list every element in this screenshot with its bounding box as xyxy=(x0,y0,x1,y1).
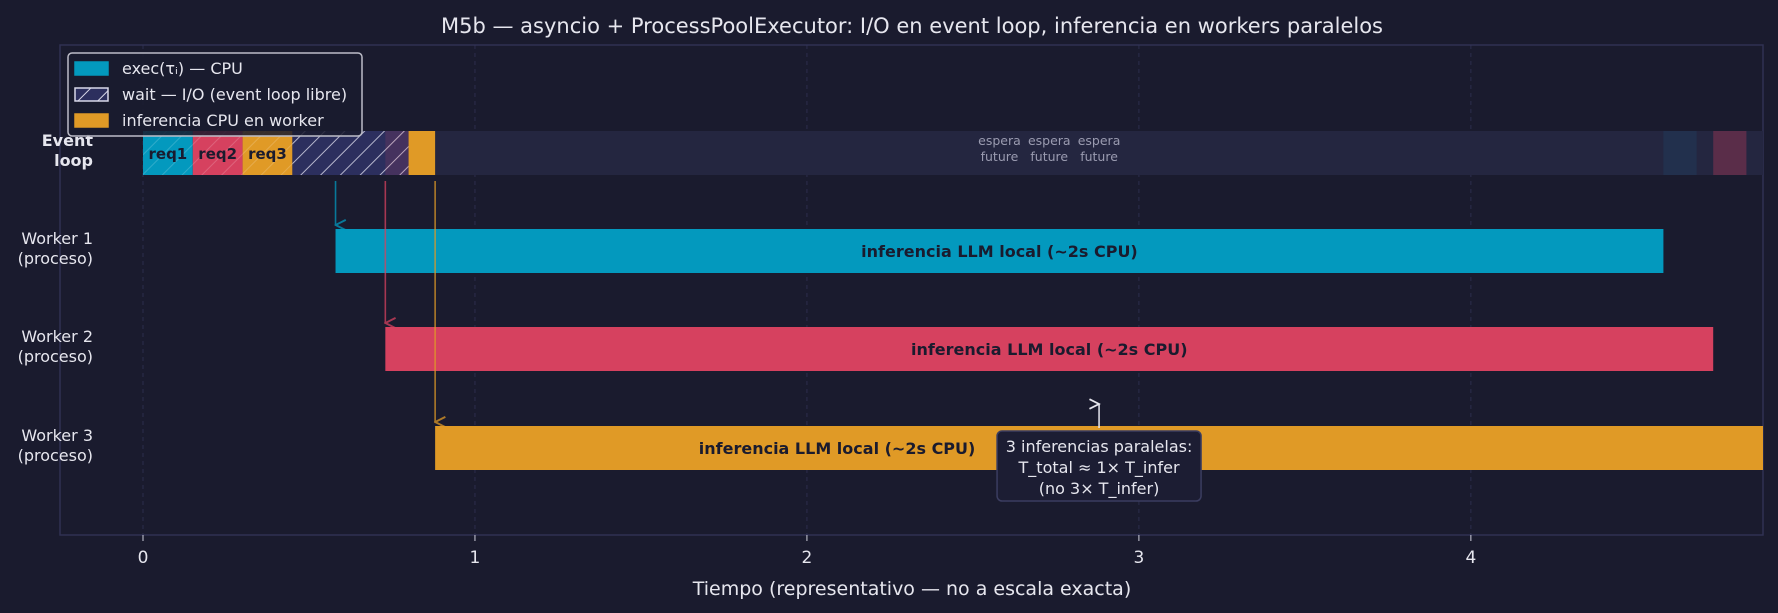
bar-resume xyxy=(1713,131,1747,175)
legend-swatch xyxy=(74,113,109,128)
req-label: req3 xyxy=(248,145,287,163)
annotation-text: 3 inferencias paralelas: xyxy=(1006,437,1193,456)
y-tick-label-line: Worker 1 xyxy=(21,229,93,248)
legend-swatch-hatch xyxy=(75,88,108,101)
wait-label-line: future xyxy=(981,149,1019,164)
y-tick-label-line: loop xyxy=(54,151,93,170)
bar-cpu xyxy=(408,131,436,175)
legend-label: exec(τᵢ) — CPU xyxy=(122,59,243,78)
annotation-text: (no 3× T_infer) xyxy=(1039,479,1160,499)
y-tick-label-line: Worker 2 xyxy=(21,327,93,346)
wait-label-line: espera xyxy=(978,133,1021,148)
bar-label: inferencia LLM local (~2s CPU) xyxy=(911,340,1188,359)
y-tick-label-line: (proceso) xyxy=(18,347,93,366)
annotation-box xyxy=(996,430,1202,502)
y-tick-label: Worker 1(proceso) xyxy=(18,229,93,268)
y-tick-label-line: (proceso) xyxy=(18,249,93,268)
x-tick-label: 0 xyxy=(138,548,149,568)
bar-hatch xyxy=(292,131,409,175)
y-tick-label-line: (proceso) xyxy=(18,446,93,465)
wait-label-line: future xyxy=(1080,149,1118,164)
y-tick-label: Worker 2(proceso) xyxy=(18,327,93,366)
legend: exec(τᵢ) — CPU wait — I/O (event loop lib… xyxy=(67,52,363,137)
req-label: req2 xyxy=(198,145,237,163)
annotation-text: T_total ≈ 1× T_infer xyxy=(1018,458,1180,478)
legend-label: inferencia CPU en worker xyxy=(122,111,324,130)
wait-overlap xyxy=(385,131,409,175)
bar-label: inferencia LLM local (~2s CPU) xyxy=(861,242,1138,261)
x-tick-label: 2 xyxy=(802,548,813,568)
y-tick-label: Worker 3(proceso) xyxy=(18,426,93,465)
y-tick-label-line: Worker 3 xyxy=(21,426,93,445)
bars: inferencia LLM local (~2s CPU) inferencia… xyxy=(142,131,1763,470)
chart-title: M5b — asyncio + ProcessPoolExecutor: I/O… xyxy=(441,14,1383,38)
bar-idle xyxy=(435,131,1763,175)
bar-hatch xyxy=(242,131,293,175)
bar-label: inferencia LLM local (~2s CPU) xyxy=(699,439,976,458)
req-label: req1 xyxy=(149,145,188,163)
x-axis-label: Tiempo (representativo — no a escala exa… xyxy=(692,578,1131,600)
legend-box xyxy=(67,52,363,137)
x-tick-label: 1 xyxy=(470,548,481,568)
legend-label: wait — I/O (event loop libre) xyxy=(122,85,347,104)
x-tick-label: 4 xyxy=(1465,548,1476,568)
bar-cpu xyxy=(385,327,1714,371)
legend-swatch xyxy=(74,61,109,76)
bar-cpu xyxy=(335,229,1664,273)
wait-label-line: espera xyxy=(1028,133,1071,148)
bar-hatch xyxy=(192,131,243,175)
wait-label-line: future xyxy=(1030,149,1068,164)
x-tick-label: 3 xyxy=(1133,548,1144,568)
bar-resume xyxy=(1663,131,1697,175)
bar-hatch xyxy=(142,131,193,175)
wait-label-line: espera xyxy=(1078,133,1121,148)
